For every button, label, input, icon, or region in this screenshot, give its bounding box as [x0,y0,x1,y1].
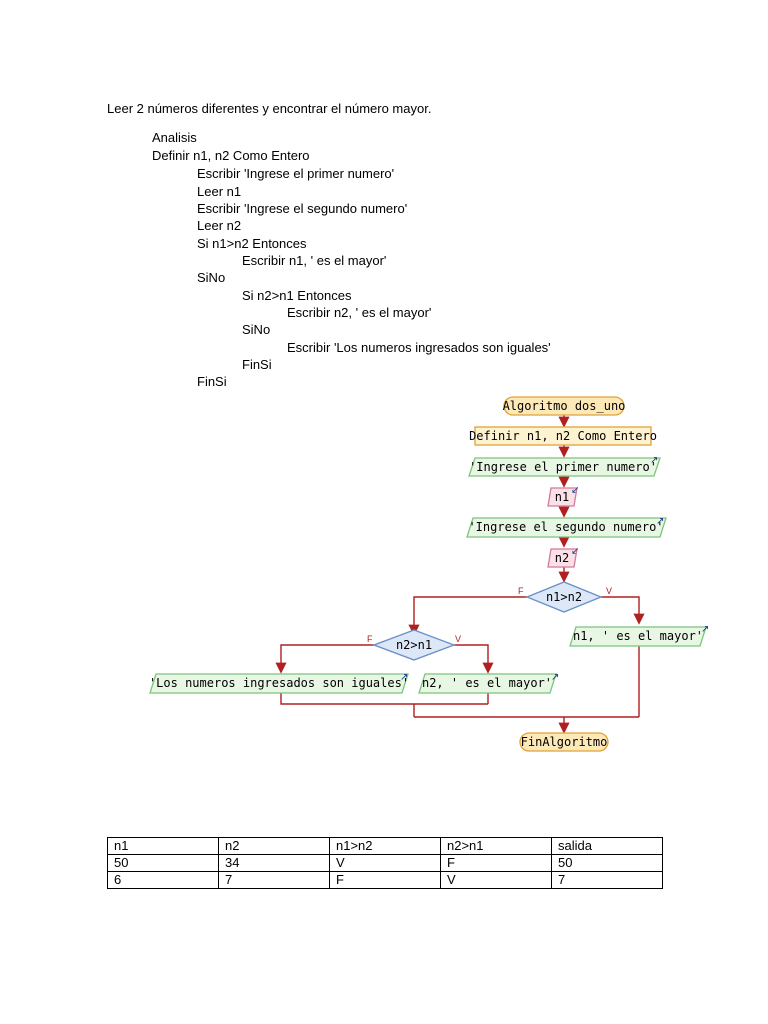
output-arrow-icon: ↗ [656,516,664,527]
trace-table: n1 n2 n1>n2 n2>n1 salida 50 34 V F 50 6 … [107,837,663,889]
pseudocode-line: Si n1>n2 Entonces [197,236,307,251]
output-equal [149,673,409,694]
true-branch-label: V [455,634,461,644]
decision-n1-gt-n2-label: n1>n2 [546,590,582,604]
pseudocode-line: Leer n2 [197,218,242,233]
pseudocode-line: FinSi [242,357,272,372]
flowchart: Algoritmo dos_uno Definir n1, n2 Como En… [149,396,709,752]
table-cell: 7 [551,871,663,889]
table-header-cell: n1>n2 [329,837,441,855]
output-write-second-label: 'Ingrese el segundo numero' [468,520,663,534]
pseudocode-line: Escribir n1, ' es el mayor' [242,253,387,268]
output-write-second [466,517,667,538]
output-arrow-icon: ↗ [650,455,658,466]
output-n2-mayor-label: n2, ' es el mayor' [422,676,552,690]
decision-n1-gt-n2 [525,581,603,613]
output-write-first [468,457,661,477]
pseudocode-line: Leer n1 [197,184,242,199]
input-read-n1 [547,487,578,507]
table-header-cell: n2>n1 [440,837,552,855]
table-cell: F [329,871,441,889]
pseudocode-line: SiNo [242,322,271,337]
output-arrow-icon: ↗ [400,672,408,683]
pseudocode-line: Escribir 'Ingrese el primer numero' [197,166,395,181]
table-header-cell: n1 [107,837,219,855]
true-branch-label: V [606,586,612,596]
decision-n2-gt-n1-label: n2>n1 [396,638,432,652]
pseudocode-line: Definir n1, n2 Como Entero [152,148,310,163]
output-equal-label: 'Los numeros ingresados son iguales' [149,676,409,690]
output-n1-mayor [569,626,707,647]
table-row: 6 7 F V 7 [107,871,663,889]
table-cell: 7 [218,871,330,889]
end-terminal-label: FinAlgoritmo [521,735,608,749]
table-row: 50 34 V F 50 [107,854,663,872]
output-n1-mayor-label: n1, ' es el mayor' [573,629,703,643]
pseudocode-line: SiNo [197,270,226,285]
table-cell: F [440,854,552,872]
input-read-n2-label: n2 [555,551,569,565]
pseudocode-line: Si n2>n1 Entonces [242,288,352,303]
pseudocode-line: Analisis [152,130,197,145]
pseudocode-line: Escribir 'Ingrese el segundo numero' [197,201,408,216]
flow-connectors [275,415,645,734]
false-branch-label: F [518,586,524,596]
decision-n2-gt-n1 [372,629,456,661]
false-branch-label: F [367,634,373,644]
pseudocode-line: FinSi [197,374,227,389]
pseudocode-line: Escribir 'Los numeros ingresados son igu… [287,340,551,355]
table-cell: 6 [107,871,219,889]
end-terminal [519,732,609,752]
table-cell: 50 [107,854,219,872]
heading: Leer 2 números diferentes y encontrar el… [107,101,432,116]
pseudocode-line: Escribir n2, ' es el mayor' [287,305,432,320]
input-read-n2 [547,548,578,568]
define-process-label: Definir n1, n2 Como Entero [469,429,657,443]
output-write-first-label: 'Ingrese el primer numero' [469,460,657,474]
table-cell: 34 [218,854,330,872]
table-header-cell: salida [551,837,663,855]
table-header-row: n1 n2 n1>n2 n2>n1 salida [107,837,663,855]
input-arrow-icon: ↙ [571,485,579,496]
input-arrow-icon: ↙ [571,546,579,557]
output-arrow-icon: ↗ [551,672,559,683]
input-read-n1-label: n1 [555,490,569,504]
output-n2-mayor [418,673,557,694]
table-header-cell: n2 [218,837,330,855]
start-terminal [503,396,625,416]
output-arrow-icon: ↗ [701,624,709,635]
table-cell: V [440,871,552,889]
start-terminal-label: Algoritmo dos_uno [503,399,626,413]
table-cell: V [329,854,441,872]
define-process [474,426,652,446]
table-cell: 50 [551,854,663,872]
